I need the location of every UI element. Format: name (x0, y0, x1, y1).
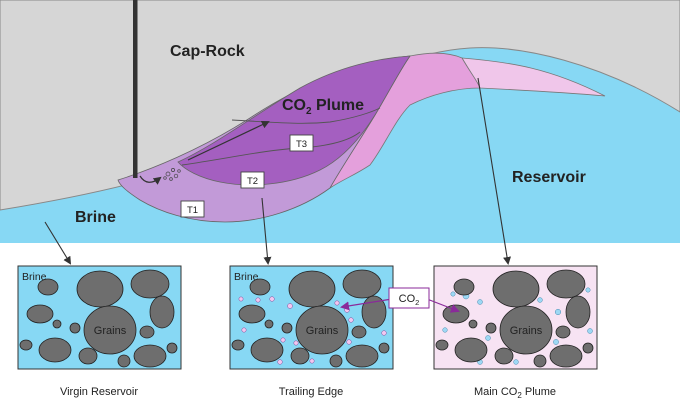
panel-main-plume: Grains Main CO2 Plume (433, 265, 598, 400)
co2-box (388, 287, 430, 309)
brine-droplets (442, 287, 593, 365)
pointer-arrow-virgin (44, 221, 72, 265)
grain-cluster (435, 269, 594, 368)
panel-main-caption-rest: Plume (522, 386, 556, 398)
time-contour-t3 (231, 107, 381, 124)
plume-label-main: CO (282, 97, 306, 114)
injection-bubbles (163, 168, 181, 181)
co2-box-label-sub: 2 (415, 298, 419, 307)
panel-virgin-caption: Virgin Reservoir (60, 386, 138, 398)
panel-virgin-grains-label: Grains (94, 325, 127, 337)
caprock-label: Cap-Rock (170, 43, 245, 60)
time-box-t1: T1 (180, 200, 205, 218)
plume-dark-core (177, 55, 411, 186)
co2-arrow-right (426, 298, 460, 313)
time-box-t2: T2 (240, 171, 265, 189)
time-box-t1-label: T1 (187, 205, 198, 216)
pointer-arrow-trailing (261, 197, 272, 265)
plume-label-rest: Plume (312, 97, 365, 114)
brine-label: Brine (75, 209, 116, 226)
co2-box-label: CO2 (399, 293, 420, 307)
cross-section: Cap-Rock CO2 Plume Reservoir Brine T1 T2… (0, 0, 680, 243)
co2-arrow-left (340, 298, 393, 311)
panel-trailing-edge: Brine Grains Trailing Edge (229, 265, 394, 398)
panel-main-caption-main: Main CO (474, 386, 518, 398)
panel-main-caption: Main CO2 Plume (474, 386, 556, 400)
time-box-t3-label: T3 (296, 139, 307, 150)
plume-tip-pale (461, 57, 606, 97)
co2-box-label-main: CO (399, 293, 416, 305)
co2-exchange: CO2 (340, 287, 460, 313)
plume-label-sub: 2 (306, 106, 312, 117)
time-box-t3: T3 (289, 134, 314, 152)
time-box-t2-label: T2 (247, 176, 258, 187)
plume-label: CO2 Plume (282, 97, 364, 117)
pointer-arrow-main (477, 77, 511, 265)
grain-cluster (19, 269, 178, 368)
migration-arrow (187, 120, 270, 161)
panel-trailing-grains-label: Grains (306, 325, 339, 337)
panel-trailing-caption: Trailing Edge (279, 386, 343, 398)
panel-virgin-brine-label: Brine (22, 271, 47, 283)
injection-arrow (139, 175, 162, 185)
grain-cluster (231, 269, 390, 368)
panel-trailing-brine-label: Brine (234, 271, 259, 283)
panel-main-caption-sub: 2 (517, 391, 522, 400)
panel-virgin-reservoir: Brine Grains Virgin Reservoir (17, 265, 182, 398)
injection-well (133, 0, 138, 178)
reservoir-label: Reservoir (512, 169, 586, 186)
panel-main-grains-label: Grains (510, 325, 543, 337)
